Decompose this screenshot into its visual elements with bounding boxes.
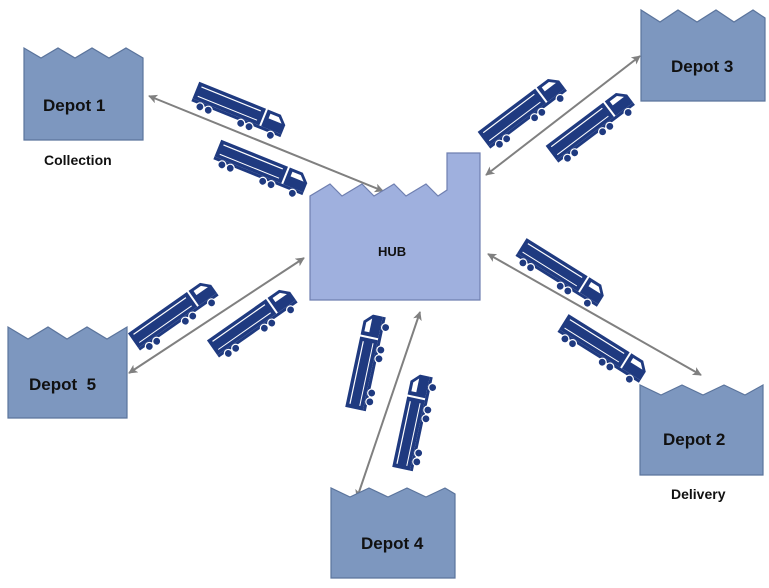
hub-building bbox=[309, 152, 481, 301]
arrow-depot1-hub bbox=[148, 94, 384, 193]
arrow-depot3-hub bbox=[485, 55, 641, 176]
depot5-label: Depot 5 bbox=[29, 375, 97, 394]
truck-icon bbox=[391, 372, 440, 474]
hub-label: HUB bbox=[378, 244, 407, 259]
truck-icon bbox=[188, 81, 289, 144]
arrow-depot5-hub bbox=[128, 257, 305, 374]
arrow-depot2-hub bbox=[487, 253, 702, 376]
connector-arrows bbox=[128, 55, 702, 499]
truck-icon bbox=[210, 139, 311, 202]
depot3-building bbox=[640, 8, 766, 102]
truck-icon bbox=[344, 312, 393, 414]
depot1-building bbox=[23, 46, 144, 141]
depot2-label: Depot 2 bbox=[663, 430, 726, 449]
depot4-label: Depot 4 bbox=[361, 534, 424, 553]
depot1-caption: Collection bbox=[44, 152, 112, 168]
depot1-label: Depot 1 bbox=[43, 96, 106, 115]
depot2-building bbox=[639, 383, 764, 476]
depot3-label: Depot 3 bbox=[671, 57, 734, 76]
depot5-building bbox=[7, 325, 128, 419]
depot2-caption: Delivery bbox=[671, 486, 726, 502]
depot4-building bbox=[330, 487, 456, 579]
truck-icon bbox=[553, 313, 651, 389]
arrow-depot4-hub bbox=[355, 311, 422, 499]
truck-icon bbox=[206, 284, 302, 364]
